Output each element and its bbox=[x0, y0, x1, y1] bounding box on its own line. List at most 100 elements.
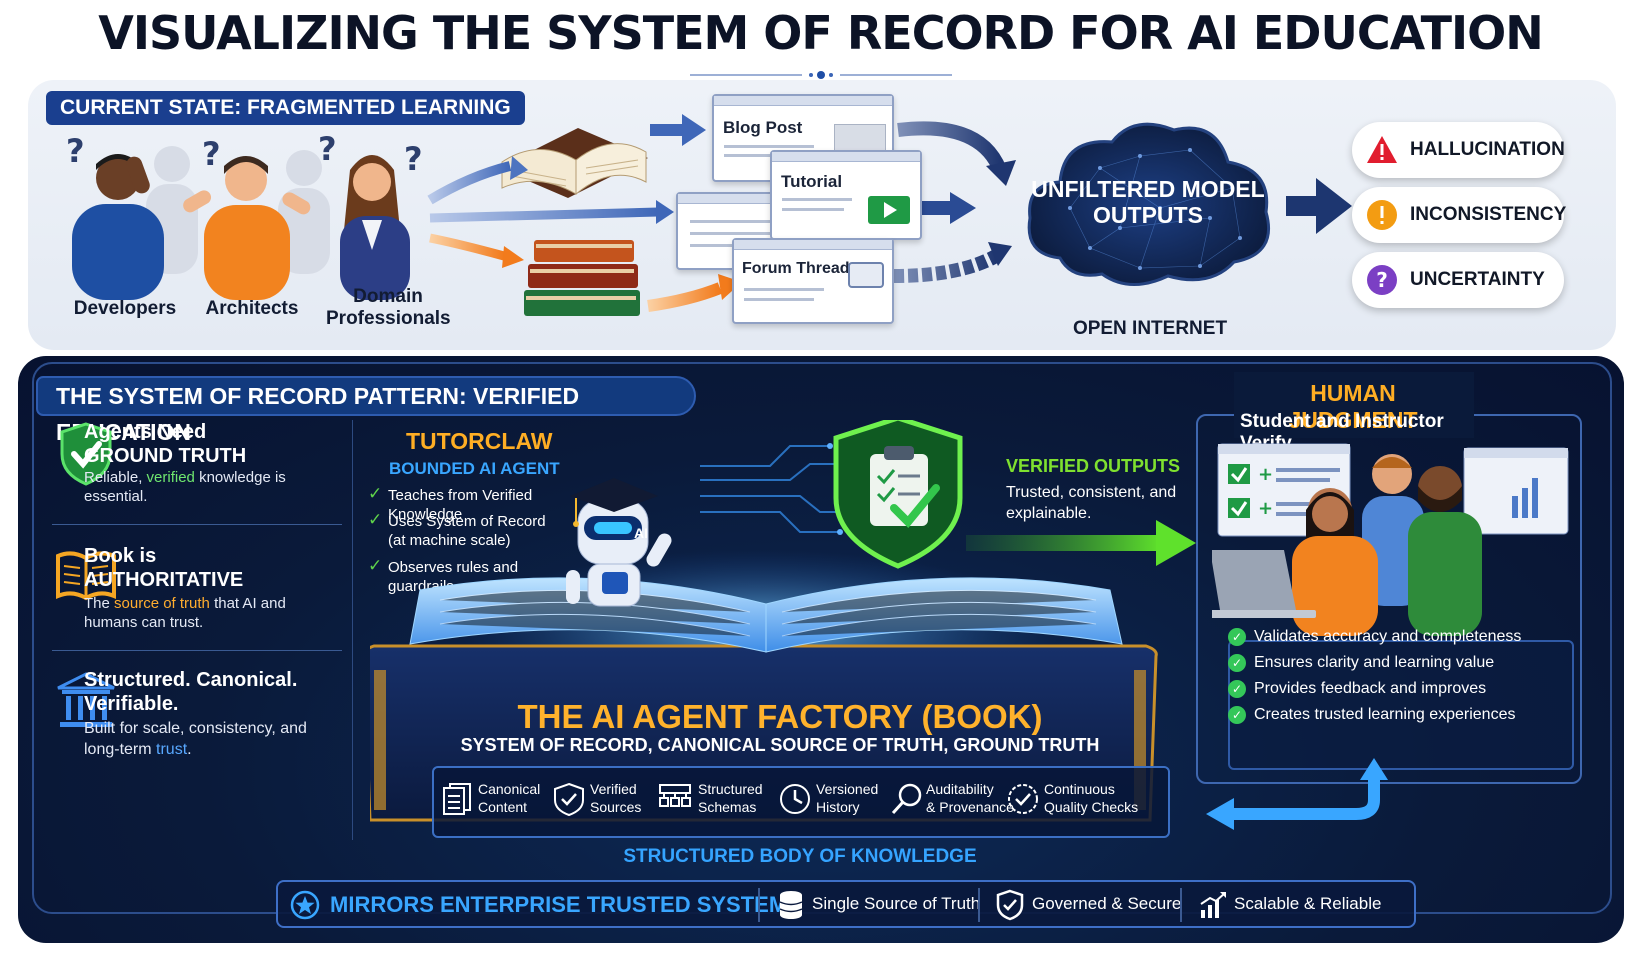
open-internet-caption: OPEN INTERNET bbox=[1072, 318, 1228, 339]
check-circle-icon: ✓ bbox=[1228, 706, 1246, 724]
risk-inconsistency: INCONSISTENCY bbox=[1352, 187, 1566, 243]
risk-uncertainty: ? UNCERTAINTY bbox=[1352, 252, 1564, 308]
open-book-icon bbox=[498, 128, 648, 198]
shield-check-icon bbox=[60, 422, 112, 486]
blog-post-label: Blog Post bbox=[723, 118, 803, 137]
mirrors-enterprise-bar bbox=[276, 880, 1416, 928]
question-mark-icon: ? bbox=[404, 140, 423, 178]
exclamation-circle-icon bbox=[1367, 200, 1397, 230]
forum-thread-label: Forum Thread bbox=[742, 260, 850, 277]
human-judgment-item: Validates accuracy and completeness bbox=[1254, 628, 1522, 645]
human-judgment-item: Creates trusted learning experiences bbox=[1254, 706, 1516, 723]
source-flow-arrows bbox=[427, 114, 1016, 312]
developer-person bbox=[72, 154, 164, 300]
mirrors-title: MIRRORS ENTERPRISE TRUSTED SYSTEMS bbox=[330, 892, 802, 917]
tutorial-label: Tutorial bbox=[781, 172, 843, 191]
check-circle-icon bbox=[1008, 784, 1038, 814]
mirror-governed-secure: Governed & Secure bbox=[1032, 894, 1182, 913]
column-divider bbox=[352, 420, 353, 840]
video-play-icon bbox=[868, 196, 910, 224]
database-icon bbox=[779, 891, 803, 919]
check-circle-icon: ✓ bbox=[1228, 628, 1246, 646]
institution-icon bbox=[57, 672, 115, 727]
svg-text:+: + bbox=[1258, 498, 1273, 519]
feature-auditability: Auditability& Provenance bbox=[926, 781, 1014, 815]
persona-architects: Architects bbox=[205, 298, 299, 319]
human-judgment-item: Provides feedback and improves bbox=[1254, 680, 1487, 697]
verified-outputs-text: Trusted, consistent, and explainable. bbox=[1006, 484, 1177, 522]
risk-arrow bbox=[1286, 178, 1352, 234]
open-internet-cloud bbox=[1027, 122, 1271, 286]
question-circle-icon: ? bbox=[1367, 265, 1397, 295]
student-instructor-illustration: + + bbox=[1212, 443, 1569, 636]
document-stack-icon bbox=[443, 783, 471, 815]
tutorclaw-item: Uses System of Record (at machine scale) bbox=[388, 513, 546, 549]
ground-truth-text: Reliable, verified knowledge is essentia… bbox=[84, 469, 286, 505]
book-stack-icon bbox=[524, 240, 640, 316]
human-judgment-title: HUMAN JUDGMENT bbox=[1288, 380, 1418, 433]
architect-person bbox=[183, 156, 311, 300]
robot-ai-badge: AI bbox=[634, 525, 648, 541]
question-mark-icon: ? bbox=[202, 135, 221, 173]
human-judgment-item: Ensures clarity and learning value bbox=[1254, 654, 1495, 671]
professional-person bbox=[340, 155, 410, 300]
mirror-scalable-reliable: Scalable & Reliable bbox=[1234, 894, 1382, 913]
question-mark-icon: ? bbox=[318, 130, 337, 168]
check-circle-icon: ✓ bbox=[1228, 680, 1246, 698]
growth-chart-icon bbox=[1200, 892, 1226, 918]
title-divider bbox=[690, 71, 952, 79]
structured-body-caption: STRUCTURED BODY OF KNOWLEDGE bbox=[623, 846, 977, 867]
chat-bubble-icon bbox=[848, 262, 884, 288]
structured-heading: Structured. Canonical.Verifiable. bbox=[84, 669, 298, 715]
tutorclaw-title: TUTORCLAW bbox=[406, 428, 553, 454]
divider bbox=[52, 524, 342, 525]
clock-history-icon bbox=[780, 784, 810, 814]
verified-outputs-title: VERIFIED OUTPUTS bbox=[1006, 456, 1181, 476]
feedback-loop-arrow bbox=[1206, 758, 1388, 830]
check-circle-icon: ✓ bbox=[1228, 654, 1246, 672]
shield-check-icon bbox=[996, 889, 1024, 921]
svg-text:+: + bbox=[1258, 464, 1273, 485]
robot-agent bbox=[566, 478, 672, 607]
check-icon: ✓ bbox=[368, 510, 383, 529]
mirror-single-source: Single Source of Truth bbox=[812, 894, 981, 913]
personas-illustration bbox=[72, 146, 410, 300]
schema-icon bbox=[659, 784, 691, 807]
tutorclaw-item: Teaches from Verified Knowledge bbox=[388, 487, 533, 523]
structured-text: Built for scale, consistency, and long-t… bbox=[84, 720, 307, 758]
separator bbox=[1180, 888, 1182, 922]
verified-shield-icon bbox=[833, 420, 963, 569]
star-badge-icon bbox=[290, 890, 320, 920]
question-mark-icon: ? bbox=[66, 132, 85, 170]
human-judgment-list bbox=[1228, 640, 1574, 770]
magnifier-icon bbox=[891, 783, 922, 815]
page-title: VISUALIZING THE SYSTEM OF RECORD FOR AI … bbox=[98, 6, 1543, 60]
check-icon: ✓ bbox=[368, 556, 383, 575]
human-judgment-header-bg bbox=[1234, 372, 1474, 438]
cloud-label: UNFILTERED MODEL OUTPUTS bbox=[1031, 176, 1265, 228]
check-icon: ✓ bbox=[368, 484, 383, 503]
divider bbox=[52, 650, 342, 651]
authoritative-text: The source of truth that AI and humans c… bbox=[84, 595, 286, 631]
separator bbox=[978, 888, 980, 922]
system-of-record-badge: THE SYSTEM OF RECORD PATTERN: VERIFIED E… bbox=[36, 376, 696, 445]
book-title: THE AI AGENT FACTORY (BOOK) bbox=[517, 698, 1043, 735]
persona-developers: Developers bbox=[73, 298, 177, 319]
shield-check-icon bbox=[554, 782, 584, 816]
persona-domain-professionals: Domain Professionals bbox=[326, 286, 451, 329]
warning-triangle-icon bbox=[1367, 136, 1397, 163]
tutorclaw-subtitle: BOUNDED AI AGENT bbox=[389, 459, 560, 478]
open-book-icon bbox=[56, 551, 116, 601]
separator bbox=[758, 888, 760, 922]
svg-text:?: ? bbox=[1376, 268, 1388, 292]
book-subtitle: SYSTEM OF RECORD, CANONICAL SOURCE OF TR… bbox=[460, 735, 1100, 755]
verified-to-human-arrow bbox=[966, 520, 1196, 566]
current-state-badge: CURRENT STATE: FRAGMENTED LEARNING bbox=[46, 91, 525, 125]
